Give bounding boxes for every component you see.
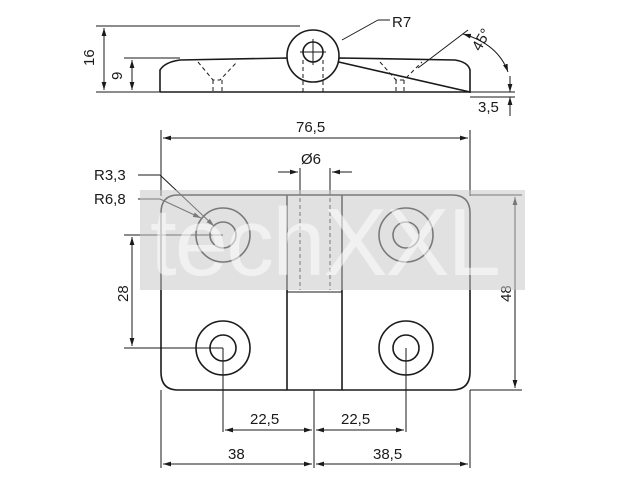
dim-left-leaf-width: 38 — [228, 446, 245, 463]
dim-hole-offset-left: 22,5 — [250, 411, 279, 428]
watermark-text: techXXL — [150, 189, 499, 296]
side-view: 16 9 R7 45° 3,5 — [81, 14, 515, 116]
watermark: techXXL — [140, 189, 525, 296]
dim-right-leaf-width: 38,5 — [373, 446, 402, 463]
dim-height-total: 16 — [81, 49, 98, 66]
dim-thickness: 3,5 — [478, 99, 499, 116]
dim-pin-radius: R7 — [392, 14, 411, 31]
dim-hole-radius: R3,3 — [94, 167, 126, 184]
dim-hole-offset-right: 22,5 — [341, 411, 370, 428]
dim-angle: 45° — [469, 26, 495, 54]
dim-overall-width: 76,5 — [296, 119, 325, 136]
dim-counterbore-radius: R6,8 — [94, 191, 126, 208]
dim-height-leaf: 9 — [109, 72, 126, 80]
dim-pin-diameter: Ø6 — [301, 151, 321, 168]
dim-hole-spacing-vertical: 28 — [115, 285, 132, 302]
